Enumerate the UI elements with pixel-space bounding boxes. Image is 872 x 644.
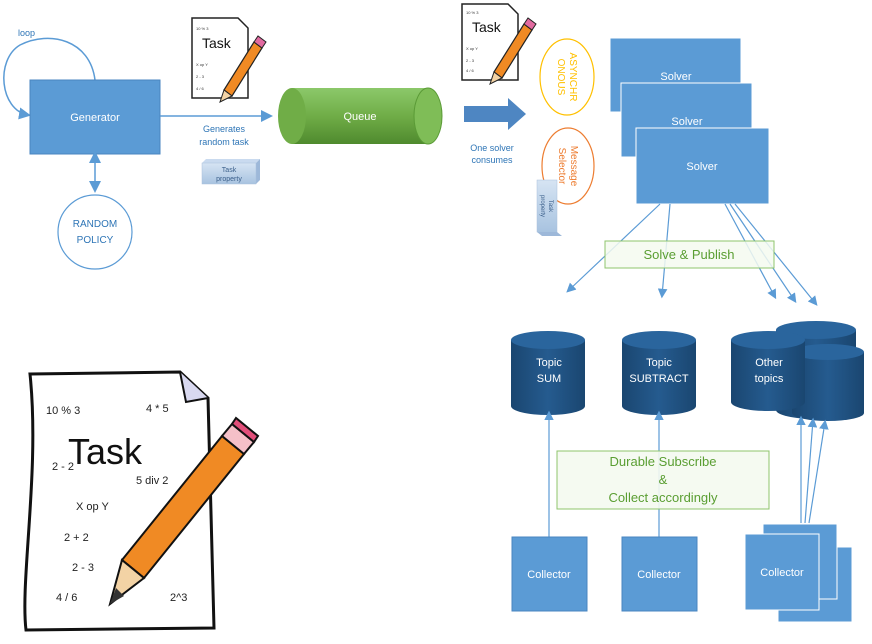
svg-text:2 - 3: 2 - 3 (466, 58, 475, 63)
svg-text:2 + 2: 2 + 2 (64, 532, 89, 544)
svg-text:SUM: SUM (537, 373, 561, 385)
svg-text:X op Y: X op Y (196, 62, 208, 67)
pencil-icon (108, 416, 260, 607)
task-pad-illustration: Task 10 % 3 4 * 5 2 - 2 5 div 2 X op Y 2… (23, 370, 260, 632)
svg-text:X op Y: X op Y (76, 501, 109, 513)
svg-text:&: & (659, 472, 668, 487)
generator-group: loop Generator RANDOM POLICY Generates r… (3, 28, 273, 270)
task-icon-small-2: Task 10 % 3 X op Y 2 - 3 4 / 6 (461, 3, 537, 85)
task-icon-small-1: Task 10 % 3 X op Y 2 - 3 4 / 6 (191, 17, 267, 103)
generates-label-line1: Generates (203, 124, 246, 134)
queue-label: Queue (343, 111, 376, 123)
solver-label-1: Solver (660, 71, 692, 83)
consume-label-line1: One solver (470, 143, 514, 153)
collector-2[interactable]: Collector (621, 536, 698, 612)
svg-text:2 - 2: 2 - 2 (52, 461, 74, 473)
topic-other[interactable]: Other topics (731, 321, 864, 421)
svg-text:topics: topics (755, 373, 784, 385)
svg-text:10 % 3: 10 % 3 (46, 405, 80, 417)
svg-text:property: property (216, 176, 242, 183)
svg-text:Topic: Topic (536, 357, 562, 369)
svg-text:4 / 6: 4 / 6 (466, 68, 475, 73)
policy-label-line1: RANDOM (73, 219, 117, 230)
random-policy-circle[interactable] (57, 194, 133, 270)
svg-text:4 / 6: 4 / 6 (196, 86, 205, 91)
svg-text:Collector: Collector (637, 569, 681, 581)
loop-label: loop (18, 28, 35, 38)
svg-text:ONOUS: ONOUS (555, 59, 566, 96)
svg-text:SUBTRACT: SUBTRACT (629, 373, 689, 385)
solver-label-3: Solver (686, 161, 718, 173)
publish-label-box: Solve & Publish (604, 240, 775, 269)
generates-label-line2: random task (199, 137, 249, 147)
svg-text:Other: Other (755, 357, 783, 369)
svg-text:Collect accordingly: Collect accordingly (608, 490, 718, 505)
async-badge: ASYNCHR ONOUS (539, 38, 595, 116)
svg-text:Task: Task (547, 200, 553, 213)
queue-body[interactable] (292, 88, 428, 144)
svg-text:10 % 3: 10 % 3 (196, 26, 209, 31)
svg-text:Durable Subscribe: Durable Subscribe (610, 454, 717, 469)
topic-subtract[interactable]: Topic SUBTRACT (622, 331, 696, 415)
svg-text:Topic: Topic (646, 357, 672, 369)
collector-stack[interactable]: Collector (744, 523, 853, 623)
generator-box[interactable] (29, 79, 161, 155)
loop-arrow (3, 37, 96, 120)
svg-text:X op Y: X op Y (466, 46, 478, 51)
svg-text:Collector: Collector (760, 567, 804, 579)
svg-text:ASYNCHR: ASYNCHR (567, 53, 578, 102)
collector-1[interactable]: Collector (511, 536, 588, 612)
task-property-tag: Task property (201, 159, 260, 185)
queue-group: Queue (278, 87, 443, 145)
subscribe-label-box: Durable Subscribe & Collect accordingly (556, 450, 770, 510)
svg-text:Task: Task (222, 167, 237, 174)
svg-text:Solve & Publish: Solve & Publish (643, 247, 734, 262)
svg-text:10 % 3: 10 % 3 (466, 10, 479, 15)
consume-label-line2: consumes (471, 155, 513, 165)
svg-text:Task: Task (202, 35, 232, 51)
svg-text:2^3: 2^3 (170, 592, 187, 604)
svg-text:Collector: Collector (527, 569, 571, 581)
generator-label: Generator (70, 112, 120, 124)
svg-text:property: property (539, 195, 545, 217)
svg-text:Message: Message (568, 146, 579, 187)
svg-text:2 - 3: 2 - 3 (72, 562, 94, 574)
topic-sum[interactable]: Topic SUM (511, 331, 585, 415)
consume-arrow: One solver consumes (464, 98, 526, 165)
svg-text:2 - 3: 2 - 3 (196, 74, 205, 79)
svg-text:5 div 2: 5 div 2 (136, 475, 168, 487)
svg-text:4 * 5: 4 * 5 (146, 403, 169, 415)
solver-label-2: Solver (671, 116, 703, 128)
svg-text:4 / 6: 4 / 6 (56, 592, 77, 604)
solver-box-3[interactable] (635, 127, 770, 205)
solvers-group: Solver Solver Solver (609, 37, 770, 205)
task-property-tag-rotated: Task property (536, 179, 562, 236)
svg-text:Task: Task (472, 19, 502, 35)
svg-text:Selector: Selector (556, 148, 567, 185)
policy-label-line2: POLICY (77, 235, 114, 246)
task-pad-title: Task (68, 431, 143, 472)
